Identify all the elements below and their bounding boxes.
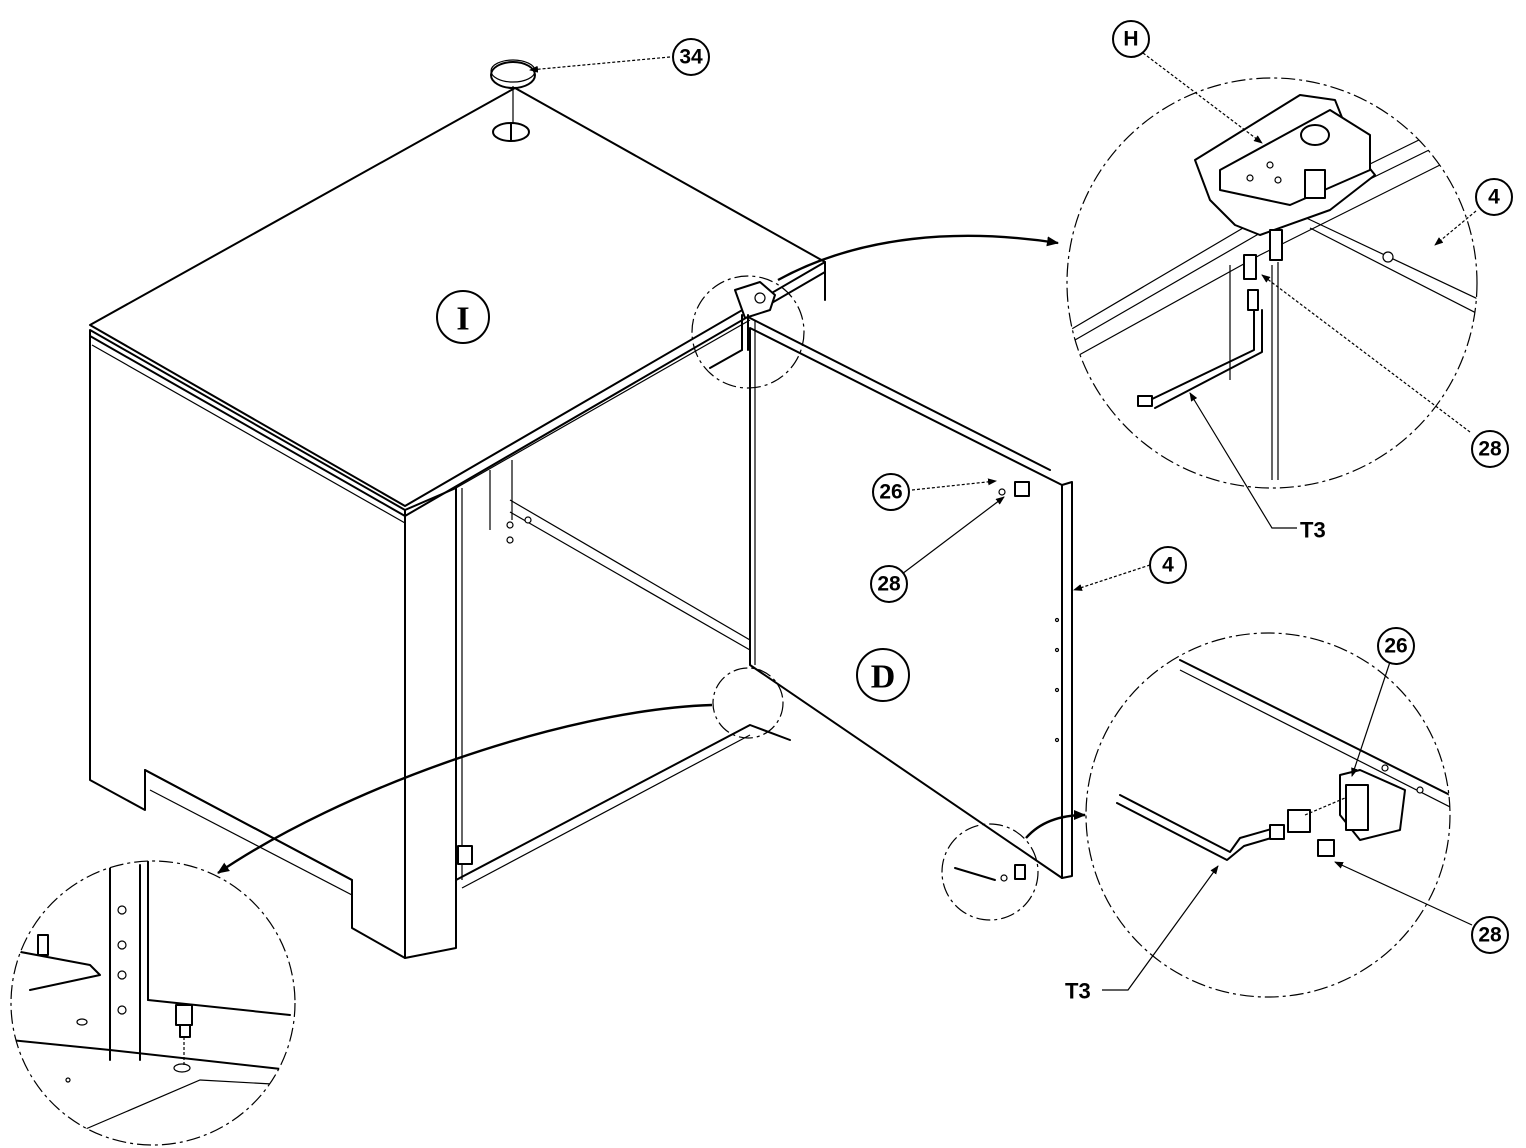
callout-34: 34 <box>672 38 710 76</box>
door-view-label: D <box>856 648 910 702</box>
arrow-to-bottom-detail <box>1025 810 1086 839</box>
callout-26-door: 26 <box>872 473 910 511</box>
bottom-corner-detail <box>10 860 296 1146</box>
svg-text:D: D <box>871 659 896 696</box>
callout-28-detail-top: 28 <box>1471 430 1509 468</box>
leader-28-detail-top <box>1261 274 1471 433</box>
svg-text:26: 26 <box>879 481 902 504</box>
leader-34 <box>529 56 671 73</box>
cabinet-view-label: I <box>436 290 490 344</box>
callout-4-door: 4 <box>1149 546 1187 584</box>
arrow-to-top-detail <box>777 234 1059 282</box>
top-hinge-locator-circle <box>691 275 805 389</box>
callout-26-detail-bottom: 26 <box>1377 627 1415 665</box>
callout-T3-top: T3 <box>1300 518 1326 543</box>
svg-text:34: 34 <box>679 46 703 69</box>
svg-text:H: H <box>1123 28 1138 51</box>
arrow-to-left-detail <box>217 703 713 874</box>
leader-28-door <box>901 496 1005 575</box>
bottom-left-locator-circle <box>712 667 784 739</box>
svg-text:4: 4 <box>1162 554 1174 577</box>
leader-26-door <box>911 478 997 491</box>
svg-text:28: 28 <box>1478 924 1502 947</box>
callout-H: H <box>1112 20 1150 58</box>
callout-T3-bottom: T3 <box>1065 979 1091 1004</box>
leader-H <box>1142 52 1263 144</box>
leader-T3-top <box>1189 392 1297 529</box>
callout-4-detail: 4 <box>1475 178 1513 216</box>
leveler-foot <box>490 59 536 142</box>
svg-text:28: 28 <box>877 573 901 596</box>
leader-T3-bottom <box>1102 865 1219 991</box>
top-hinge-bracket <box>709 281 776 369</box>
svg-text:I: I <box>456 301 469 338</box>
bottom-hinge-detail <box>1085 632 1451 998</box>
door-panel <box>749 317 1073 882</box>
bottom-hinge-locator-circle <box>941 823 1039 921</box>
cabinet-body <box>89 87 826 959</box>
leader-26-detail-bottom <box>1351 661 1391 777</box>
svg-text:4: 4 <box>1488 186 1500 209</box>
callout-28-door: 28 <box>870 565 908 603</box>
callout-28-detail-bottom: 28 <box>1471 916 1509 954</box>
leader-4-detail <box>1434 210 1477 246</box>
leader-28-detail-bottom <box>1334 861 1473 926</box>
leader-4-door <box>1073 564 1151 591</box>
svg-text:26: 26 <box>1384 635 1407 658</box>
svg-text:28: 28 <box>1478 438 1502 461</box>
top-hinge-detail <box>1066 77 1478 489</box>
